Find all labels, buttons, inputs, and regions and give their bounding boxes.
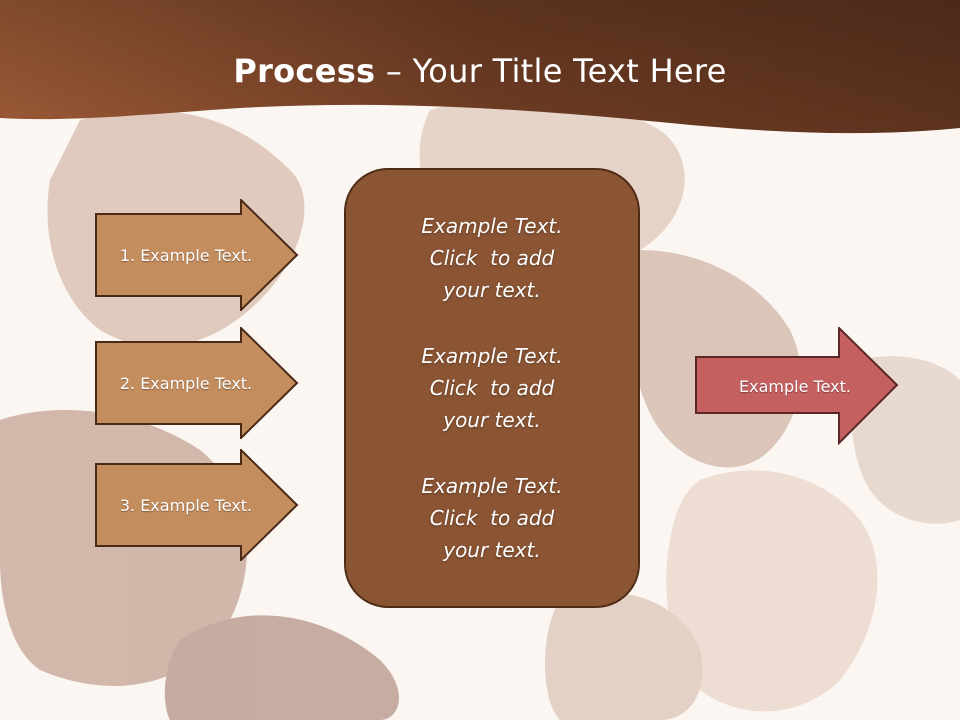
step-arrow-1[interactable]: 1. Example Text. — [95, 199, 299, 311]
center-text-block-1: Example Text. Click to add your text. — [421, 210, 562, 306]
block-line: your text. — [443, 408, 541, 432]
block-line: Example Text. — [421, 214, 563, 238]
block-line: your text. — [443, 278, 541, 302]
right-arrow-icon — [95, 449, 299, 561]
title-bold: Process — [233, 52, 376, 90]
right-arrow-icon — [95, 327, 299, 439]
slide-title[interactable]: Process – Your Title Text Here — [0, 52, 960, 90]
right-arrow-icon — [95, 199, 299, 311]
center-text-block-3: Example Text. Click to add your text. — [421, 470, 562, 566]
output-arrow[interactable]: Example Text. — [695, 327, 899, 445]
block-line: Example Text. — [421, 344, 563, 368]
center-text-box[interactable]: Example Text. Click to add your text. Ex… — [344, 168, 640, 608]
center-text-block-2: Example Text. Click to add your text. — [421, 340, 562, 436]
step-arrow-3[interactable]: 3. Example Text. — [95, 449, 299, 561]
title-rest: – Your Title Text Here — [375, 52, 727, 90]
step-label: 3. Example Text. — [119, 495, 253, 515]
block-line: Click to add — [429, 246, 555, 270]
block-line: your text. — [443, 538, 541, 562]
block-line: Example Text. — [421, 474, 563, 498]
block-line: Click to add — [429, 506, 555, 530]
output-label: Example Text. — [739, 376, 851, 396]
right-arrow-icon — [695, 327, 899, 445]
step-label: 2. Example Text. — [119, 373, 253, 393]
step-label: 1. Example Text. — [119, 245, 253, 265]
block-line: Click to add — [429, 376, 555, 400]
step-arrow-2[interactable]: 2. Example Text. — [95, 327, 299, 439]
